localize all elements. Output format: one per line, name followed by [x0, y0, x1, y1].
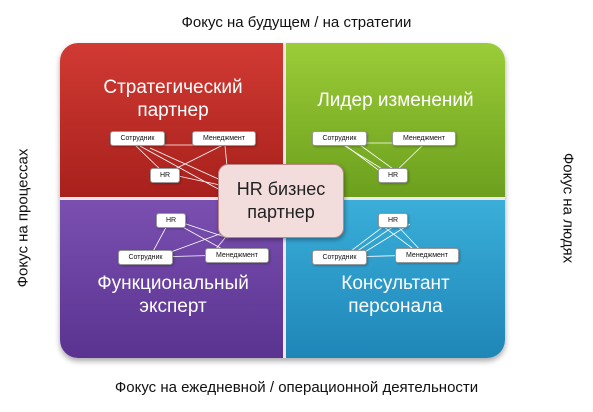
title-line: персонала [348, 296, 443, 317]
node-management: Менеджмент [395, 248, 459, 263]
node-hr: HR [378, 168, 408, 183]
quadrant-title-functional-expert: Функциональный эксперт [60, 272, 286, 318]
quadrant-title-change-leader: Лидер изменений [286, 89, 505, 112]
center-line: HR бизнес [236, 179, 326, 199]
node-employee: Сотрудник [312, 250, 367, 265]
node-management: Менеджмент [392, 131, 456, 146]
quadrant-title-strategic-partner: Стратегический партнер [60, 76, 286, 122]
axis-label-bottom: Фокус на ежедневной / операционной деяте… [114, 379, 479, 396]
center-line: партнер [247, 202, 315, 222]
node-management: Менеджмент [205, 248, 269, 263]
title-line: Функциональный [97, 273, 249, 294]
node-hr: HR [156, 213, 186, 228]
title-line: Консультант [341, 273, 450, 294]
node-employee: Сотрудник [312, 131, 367, 146]
center-hr-business-partner: HR бизнес партнер [218, 164, 344, 238]
axis-label-top: Фокус на будущем / на стратегии [181, 14, 412, 31]
node-hr: HR [150, 168, 180, 183]
quadrant-title-personnel-consultant: Консультант персонала [286, 272, 505, 318]
title-line: Лидер изменений [317, 90, 474, 111]
node-employee: Сотрудник [118, 250, 173, 265]
title-line: партнер [137, 100, 209, 121]
node-hr: HR [378, 213, 408, 228]
title-line: Стратегический [103, 77, 243, 98]
node-management: Менеджмент [192, 131, 256, 146]
title-line: эксперт [139, 296, 207, 317]
node-employee: Сотрудник [110, 131, 165, 146]
